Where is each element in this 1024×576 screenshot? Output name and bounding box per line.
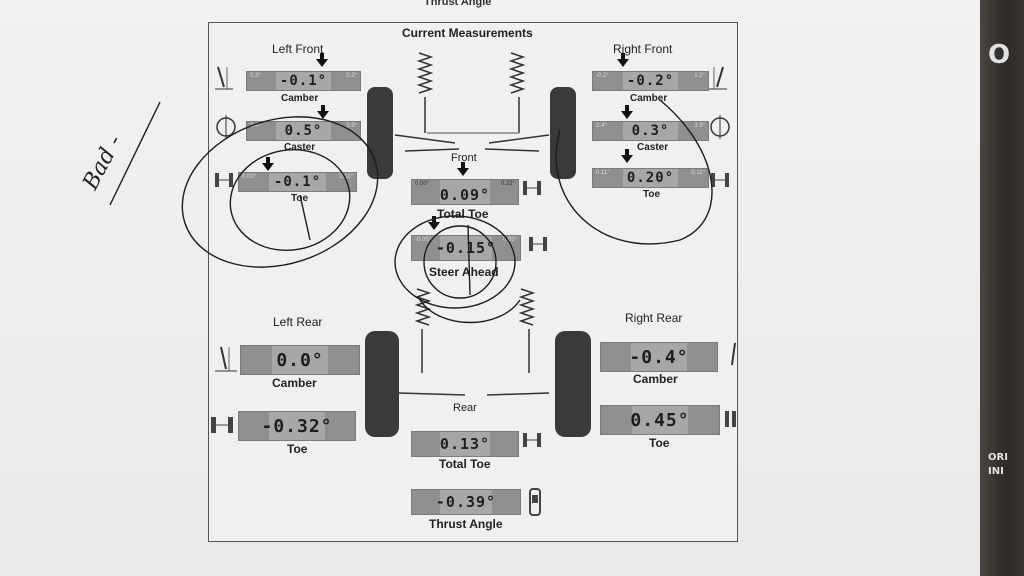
range-min: -0.05° [415,237,432,243]
camber-icon [215,346,237,372]
steer-icon [529,237,547,251]
range-max: 3.9° [694,123,705,129]
right-front-camber-readout: -0.2° 1.2° -0.2° [592,71,709,91]
toe-icon [725,411,736,427]
right-front-title: Right Front [613,42,673,56]
range-min: 0.00° [415,181,430,187]
value: 0.13° [439,435,491,453]
range-min: 0.11° [596,170,610,176]
left-front-toe-label: Toe [291,193,309,204]
indicator-arrow-icon [457,162,469,176]
indicator-arrow-icon [317,105,329,119]
toe-icon [211,417,233,433]
left-front-camber-label: Camber [281,93,319,104]
left-rear-toe-label: Toe [287,442,308,456]
value: -0.2° [626,73,675,89]
thrust-angle-readout: -0.39° [411,489,521,515]
indicator-arrow-icon [621,149,633,163]
indicator-arrow-icon [262,157,274,171]
rear-total-toe-readout: 0.13° [411,431,519,457]
background-book-edge: O ORI INI [980,0,1024,576]
previous-section-title: Thrust Angle [424,0,492,8]
front-title: Front [451,152,477,164]
right-front-caster-label: Caster [637,142,669,153]
camber-icon [215,66,233,90]
toe-icon [523,181,541,195]
indicator-arrow-icon [428,216,440,230]
value: -0.32° [261,415,333,437]
left-rear-title: Left Rear [273,315,323,329]
range-max: 1.2° [694,73,705,79]
indicator-arrow-icon [617,53,629,67]
thrust-angle-label: Thrust Angle [429,517,503,531]
value: -0.1° [279,73,328,89]
right-rear-toe-label: Toe [649,436,670,450]
right-rear-title: Right Rear [625,311,683,325]
caster-icon [216,115,236,139]
right-rear-camber-label: Camber [633,372,678,386]
car-icon [529,488,541,516]
toe-icon [523,433,541,447]
page-title: Current Measurements [402,26,533,40]
value: 0.5° [284,123,323,139]
indicator-arrow-icon [621,105,633,119]
range-max: 0.2° [346,73,357,79]
value: 0.09° [439,186,491,204]
left-rear-camber-label: Camber [272,376,317,390]
value: -0.4° [629,346,689,368]
value: 0.0° [276,349,324,371]
right-front-toe-readout: 0.11° 0.11° 0.20° [592,168,709,188]
right-rear-camber-readout: -0.4° [600,342,718,372]
right-front-toe-label: Toe [643,189,661,200]
steer-ahead-label: Steer Ahead [429,265,499,279]
left-rear-camber-readout: 0.0° [240,345,360,375]
right-front-camber-label: Camber [630,93,668,104]
range-min: 2.4° [250,123,261,129]
toe-icon [711,173,729,187]
range-min: 0.3° [250,73,261,79]
right-rear-toe-readout: 0.45° [600,405,720,435]
caster-icon [710,115,730,139]
steer-ahead-readout: -0.05° 0.05° -0.15° [411,235,521,261]
left-front-caster-readout: 2.4° 3.9° 0.5° [246,121,361,141]
value: 0.45° [630,409,690,431]
front-total-toe-readout: 0.00° 0.22° 0.09° [411,179,519,205]
range-min: 0.00° [242,174,257,180]
left-front-title: Left Front [272,42,324,56]
indicator-arrow-icon [316,53,328,67]
camber-icon [709,66,727,90]
alignment-report: Current Measurements Left Front Right Fr… [208,22,738,542]
range-max: 0.11° [339,174,353,180]
right-front-caster-readout: 2.4° 3.9° 0.3° [592,121,709,141]
range-max: 0.05° [502,237,517,243]
range-max: 0.22° [500,181,515,187]
value: -0.15° [435,239,497,257]
edge-text-fragment-2: ORI [988,452,1008,463]
value: 0.3° [631,123,670,139]
range-min: -0.2° [596,73,609,79]
left-front-toe-readout: 0.00° 0.11° -0.1° [238,172,357,192]
rear-title: Rear [453,402,477,414]
front-total-toe-label: Total Toe [437,207,489,221]
left-rear-toe-readout: -0.32° [238,411,356,441]
left-front-caster-label: Caster [284,142,316,153]
value: 0.20° [626,170,675,186]
range-max: 0.11° [691,170,705,176]
edge-text-fragment-3: INI [988,466,1004,477]
rear-total-toe-label: Total Toe [439,457,491,471]
edge-text-fragment-1: O [988,40,1011,70]
value: -0.39° [435,493,497,511]
range-max: 3.9° [346,123,357,129]
value: -0.1° [273,174,322,190]
toe-icon [215,173,233,187]
camber-icon [731,342,736,366]
range-min: 2.4° [596,123,607,129]
left-front-camber-readout: 0.3° 0.2° -0.1° [246,71,361,91]
